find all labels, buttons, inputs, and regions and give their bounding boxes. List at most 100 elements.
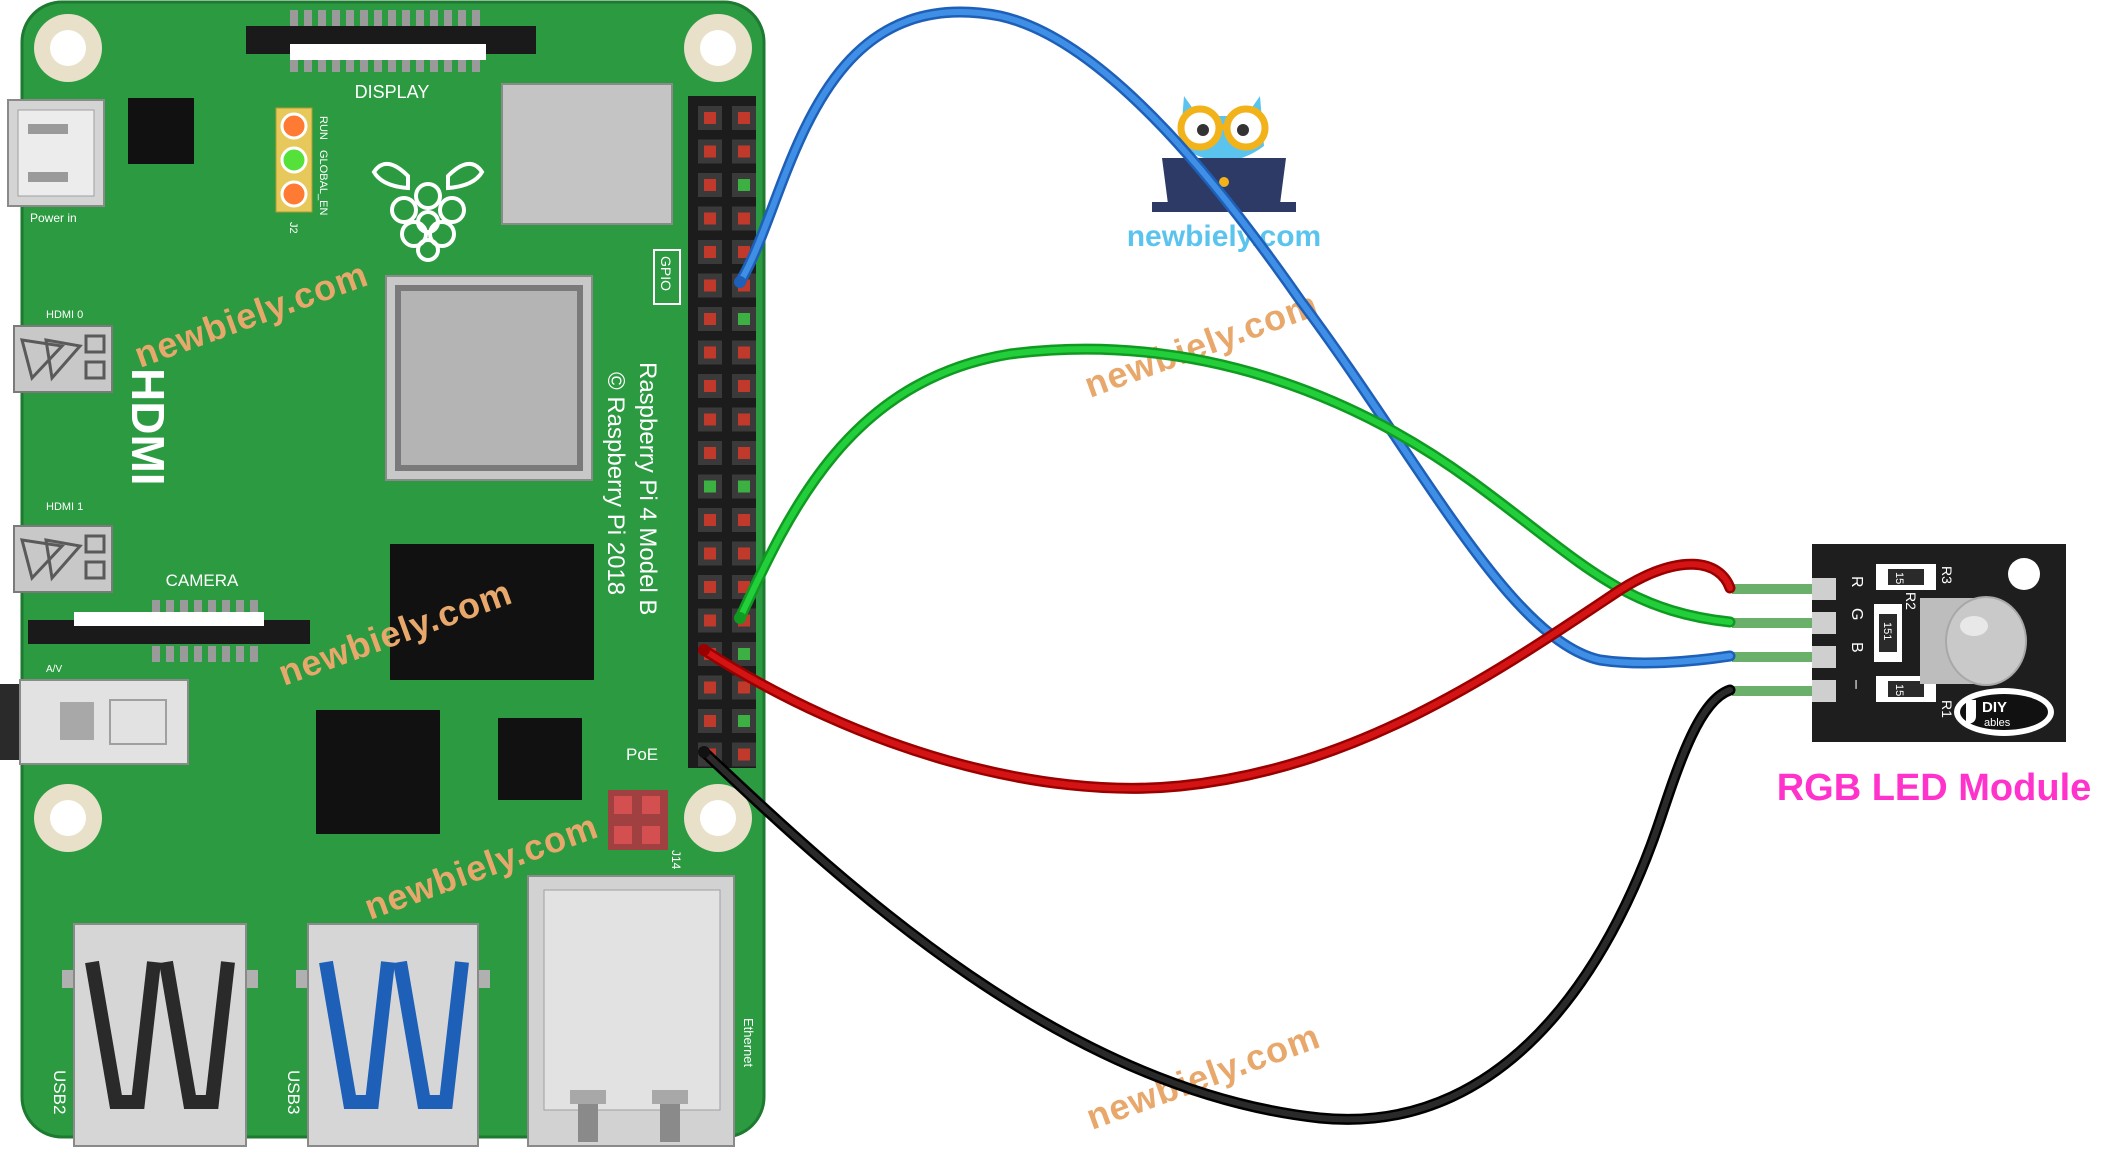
- diyables-logo-icon: DIY ables: [1954, 688, 2054, 736]
- camera-connector: CAMERA: [28, 571, 310, 662]
- gpio-pin-core: [738, 380, 750, 392]
- gpio-pin-core: [704, 145, 716, 158]
- pin-b-label: B: [1848, 642, 1865, 653]
- gpio-pin-core: [738, 748, 750, 761]
- gpio-label: GPIO: [658, 256, 674, 291]
- pin-gnd-label: –: [1848, 680, 1865, 689]
- board-model-label: Raspberry Pi 4 Model B: [634, 362, 661, 615]
- display-label: DISPLAY: [355, 82, 430, 102]
- power-in-port: Power in: [7, 99, 105, 225]
- gpio-pin-core: [738, 112, 750, 124]
- hdmi-label: HDMI: [122, 368, 174, 486]
- camera-label: CAMERA: [166, 571, 239, 590]
- newbiely-brand: newbiely.com: [1127, 96, 1322, 253]
- soc-chip: [385, 275, 593, 481]
- gpio-pin-core: [738, 681, 750, 694]
- global-en-label: GLOBAL_EN: [317, 150, 329, 215]
- green-wire: [737, 346, 1733, 625]
- logo-ables: ables: [1984, 717, 2011, 729]
- r1-label: R1: [1939, 700, 1955, 718]
- gpio-pin-core: [738, 648, 750, 660]
- j2-label: J2: [287, 222, 299, 234]
- usb-controller-chip: [501, 83, 673, 225]
- global-en-led: [280, 146, 308, 174]
- r2-label: R2: [1903, 592, 1919, 610]
- green-wire: [734, 343, 1736, 628]
- logo-diy: DIY: [1982, 699, 2007, 716]
- gpio-pin-core: [704, 447, 716, 459]
- board-copyright-label: © Raspberry Pi 2018: [602, 372, 629, 595]
- rgb-led-module: R G B – 151 R3 151 R2 151 R1: [1732, 544, 2091, 809]
- gpio-pin-core: [738, 715, 750, 727]
- gpio-pin-core: [704, 614, 716, 627]
- resistor-r2: 151 R2: [1874, 592, 1919, 662]
- gpio-pin-core: [738, 179, 750, 191]
- black-wire: [701, 687, 1733, 1123]
- raspberry-logo-icon: [371, 162, 485, 262]
- module-mount-hole: [2008, 558, 2040, 590]
- gpio-pin-core: [704, 380, 716, 392]
- poe-header: PoE J14: [608, 745, 683, 870]
- gpio-pin-core: [704, 413, 716, 426]
- hdmi1-port: HDMI 1: [13, 501, 113, 593]
- gpio-pin-core: [738, 447, 750, 459]
- chip-power: [128, 98, 194, 164]
- brand-site-label: newbiely.com: [1127, 220, 1322, 253]
- r3-label: R3: [1939, 566, 1955, 584]
- gpio-pin-core: [738, 480, 750, 493]
- red-wire: [698, 558, 1736, 794]
- gpio-pin-core: [704, 246, 716, 258]
- usb3-label: USB3: [284, 1070, 303, 1114]
- hdmi0-port: HDMI 0: [13, 309, 113, 393]
- gpio-pin-core: [704, 179, 716, 191]
- gpio-pin-core: [704, 212, 716, 225]
- status-leds: RUN GLOBAL_EN J2: [275, 107, 329, 234]
- resistor-r3: 151 R3: [1876, 564, 1955, 590]
- poe-label: PoE: [626, 745, 658, 764]
- blue-wire: [737, 9, 1733, 666]
- gpio-pin-core: [704, 279, 716, 292]
- power-in-label: Power in: [30, 211, 77, 225]
- pmic-chip: [498, 718, 582, 800]
- mounting-holes: [34, 14, 752, 852]
- ethernet-label: Ethernet: [741, 1018, 756, 1068]
- pin-r-label: R: [1848, 576, 1865, 588]
- res-code: 151: [1893, 572, 1905, 590]
- gpio-pin-core: [704, 547, 716, 560]
- gpio-pin-core: [704, 480, 716, 493]
- run-label: RUN: [317, 116, 329, 140]
- gpio-pin-core: [704, 346, 716, 359]
- raspberry-pi-board: DISPLAY Power in RUN GLOBAL_EN J2: [0, 0, 766, 1147]
- gpio-pin-core: [738, 246, 750, 258]
- module-title: RGB LED Module: [1777, 767, 2092, 809]
- gpio-pin-core: [704, 581, 716, 593]
- av-jack: A/V: [0, 664, 189, 765]
- rgb-led-icon: [1920, 596, 2027, 686]
- run-led: [280, 112, 308, 140]
- gpio-pin-core: [738, 145, 750, 158]
- gpio-pin-core: [704, 112, 716, 124]
- hdmi0-label: HDMI 0: [46, 309, 83, 321]
- usb2-port: USB2: [50, 923, 258, 1147]
- display-connector: DISPLAY: [246, 10, 536, 102]
- av-label: A/V: [46, 664, 62, 675]
- wires: [698, 6, 1736, 1125]
- gpio-pin-core: [738, 514, 750, 526]
- gpio-pin-core: [738, 547, 750, 560]
- gpio-pin-core: [704, 514, 716, 526]
- gpio-pin-core: [704, 313, 716, 325]
- usb3-port: USB3: [284, 923, 490, 1147]
- hdmi1-label: HDMI 1: [46, 501, 83, 513]
- owl-mascot-icon: [1152, 96, 1296, 212]
- red-wire: [701, 561, 1733, 792]
- gpio-pin-core: [738, 346, 750, 359]
- gpio-pin-core: [738, 212, 750, 225]
- ethernet-port: Ethernet: [527, 875, 756, 1147]
- gpio-pin-core: [704, 681, 716, 694]
- gpio-pin-core: [704, 715, 716, 727]
- res-code: 151: [1893, 684, 1905, 702]
- res-code: 151: [1881, 622, 1893, 640]
- gpio-pin-core: [738, 581, 750, 593]
- gpio-pin-core: [738, 413, 750, 426]
